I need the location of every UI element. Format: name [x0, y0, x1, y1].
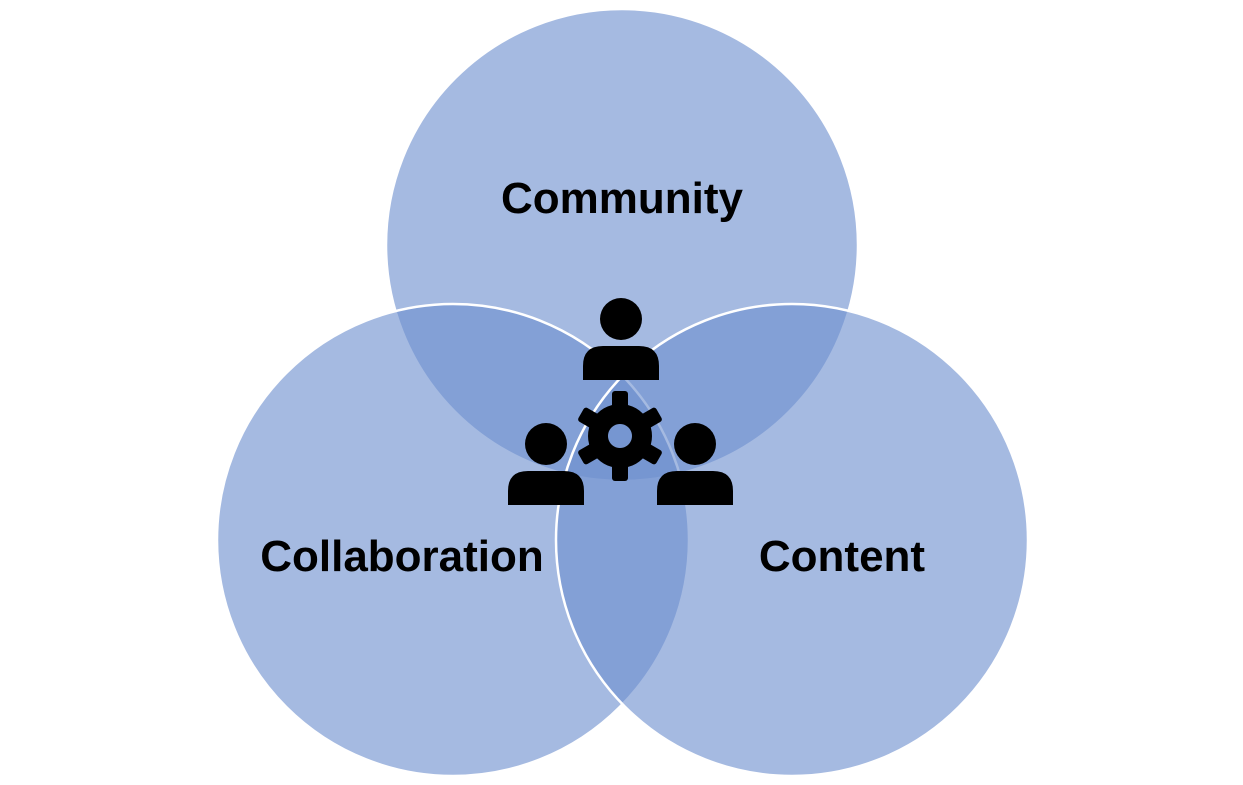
venn-circles: [215, 7, 1030, 778]
label-content: Content: [759, 532, 926, 581]
label-community: Community: [501, 174, 744, 223]
team-gear-icon: [508, 298, 733, 505]
label-collaboration: Collaboration: [260, 532, 544, 581]
person-icon-right: [657, 423, 733, 505]
person-icon-top: [583, 298, 659, 380]
circle-content: [554, 302, 1030, 778]
gear-icon: [578, 391, 662, 481]
person-icon-left: [508, 423, 584, 505]
